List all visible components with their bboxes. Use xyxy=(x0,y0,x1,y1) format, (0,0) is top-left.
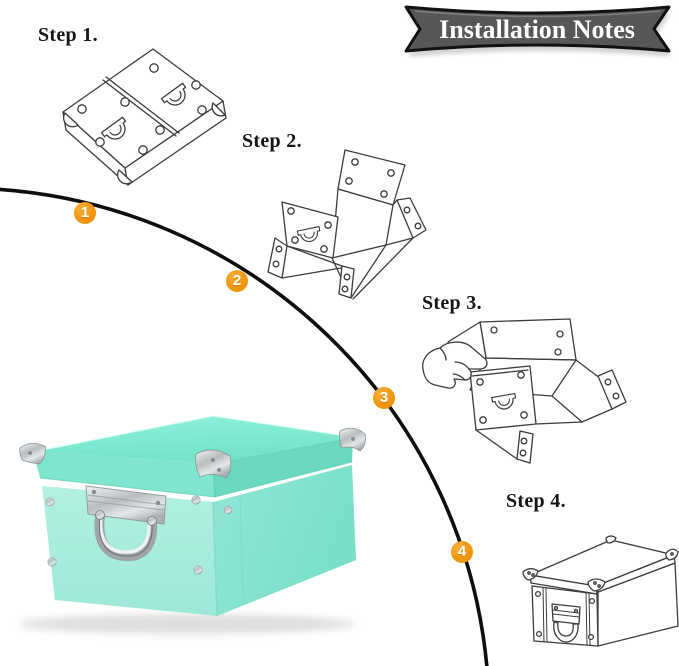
lid-rim-right xyxy=(213,437,353,497)
box-right-face xyxy=(213,465,356,616)
rivets xyxy=(45,495,233,575)
step-2-unfolding-drawing xyxy=(267,149,427,300)
curve-marker-1: 1 xyxy=(74,202,96,224)
product-photo-storage-box xyxy=(19,415,366,634)
box-ground-shadow xyxy=(19,614,355,634)
step-1-flat-box-drawing xyxy=(62,48,227,186)
step-3-folding-hand-drawing xyxy=(422,318,627,464)
banner-title: Installation Notes xyxy=(439,15,635,44)
metal-handle xyxy=(85,485,167,562)
step-4-label: Step 4. xyxy=(506,490,566,512)
lid-top xyxy=(33,416,353,463)
step-4-assembled-box-drawing xyxy=(522,535,679,647)
step-1-label: Step 1. xyxy=(38,24,98,46)
curve-marker-2: 2 xyxy=(226,270,248,292)
corner-protectors xyxy=(19,427,366,479)
curve-marker-4: 4 xyxy=(451,541,473,563)
curve-marker-3: 3 xyxy=(373,387,395,409)
lid-rim-left xyxy=(33,452,215,497)
title-banner: Installation Notes xyxy=(400,1,675,63)
step-2-label: Step 2. xyxy=(242,130,302,152)
banner-ribbon-shape xyxy=(404,5,671,53)
step-3-label: Step 3. xyxy=(422,292,482,314)
